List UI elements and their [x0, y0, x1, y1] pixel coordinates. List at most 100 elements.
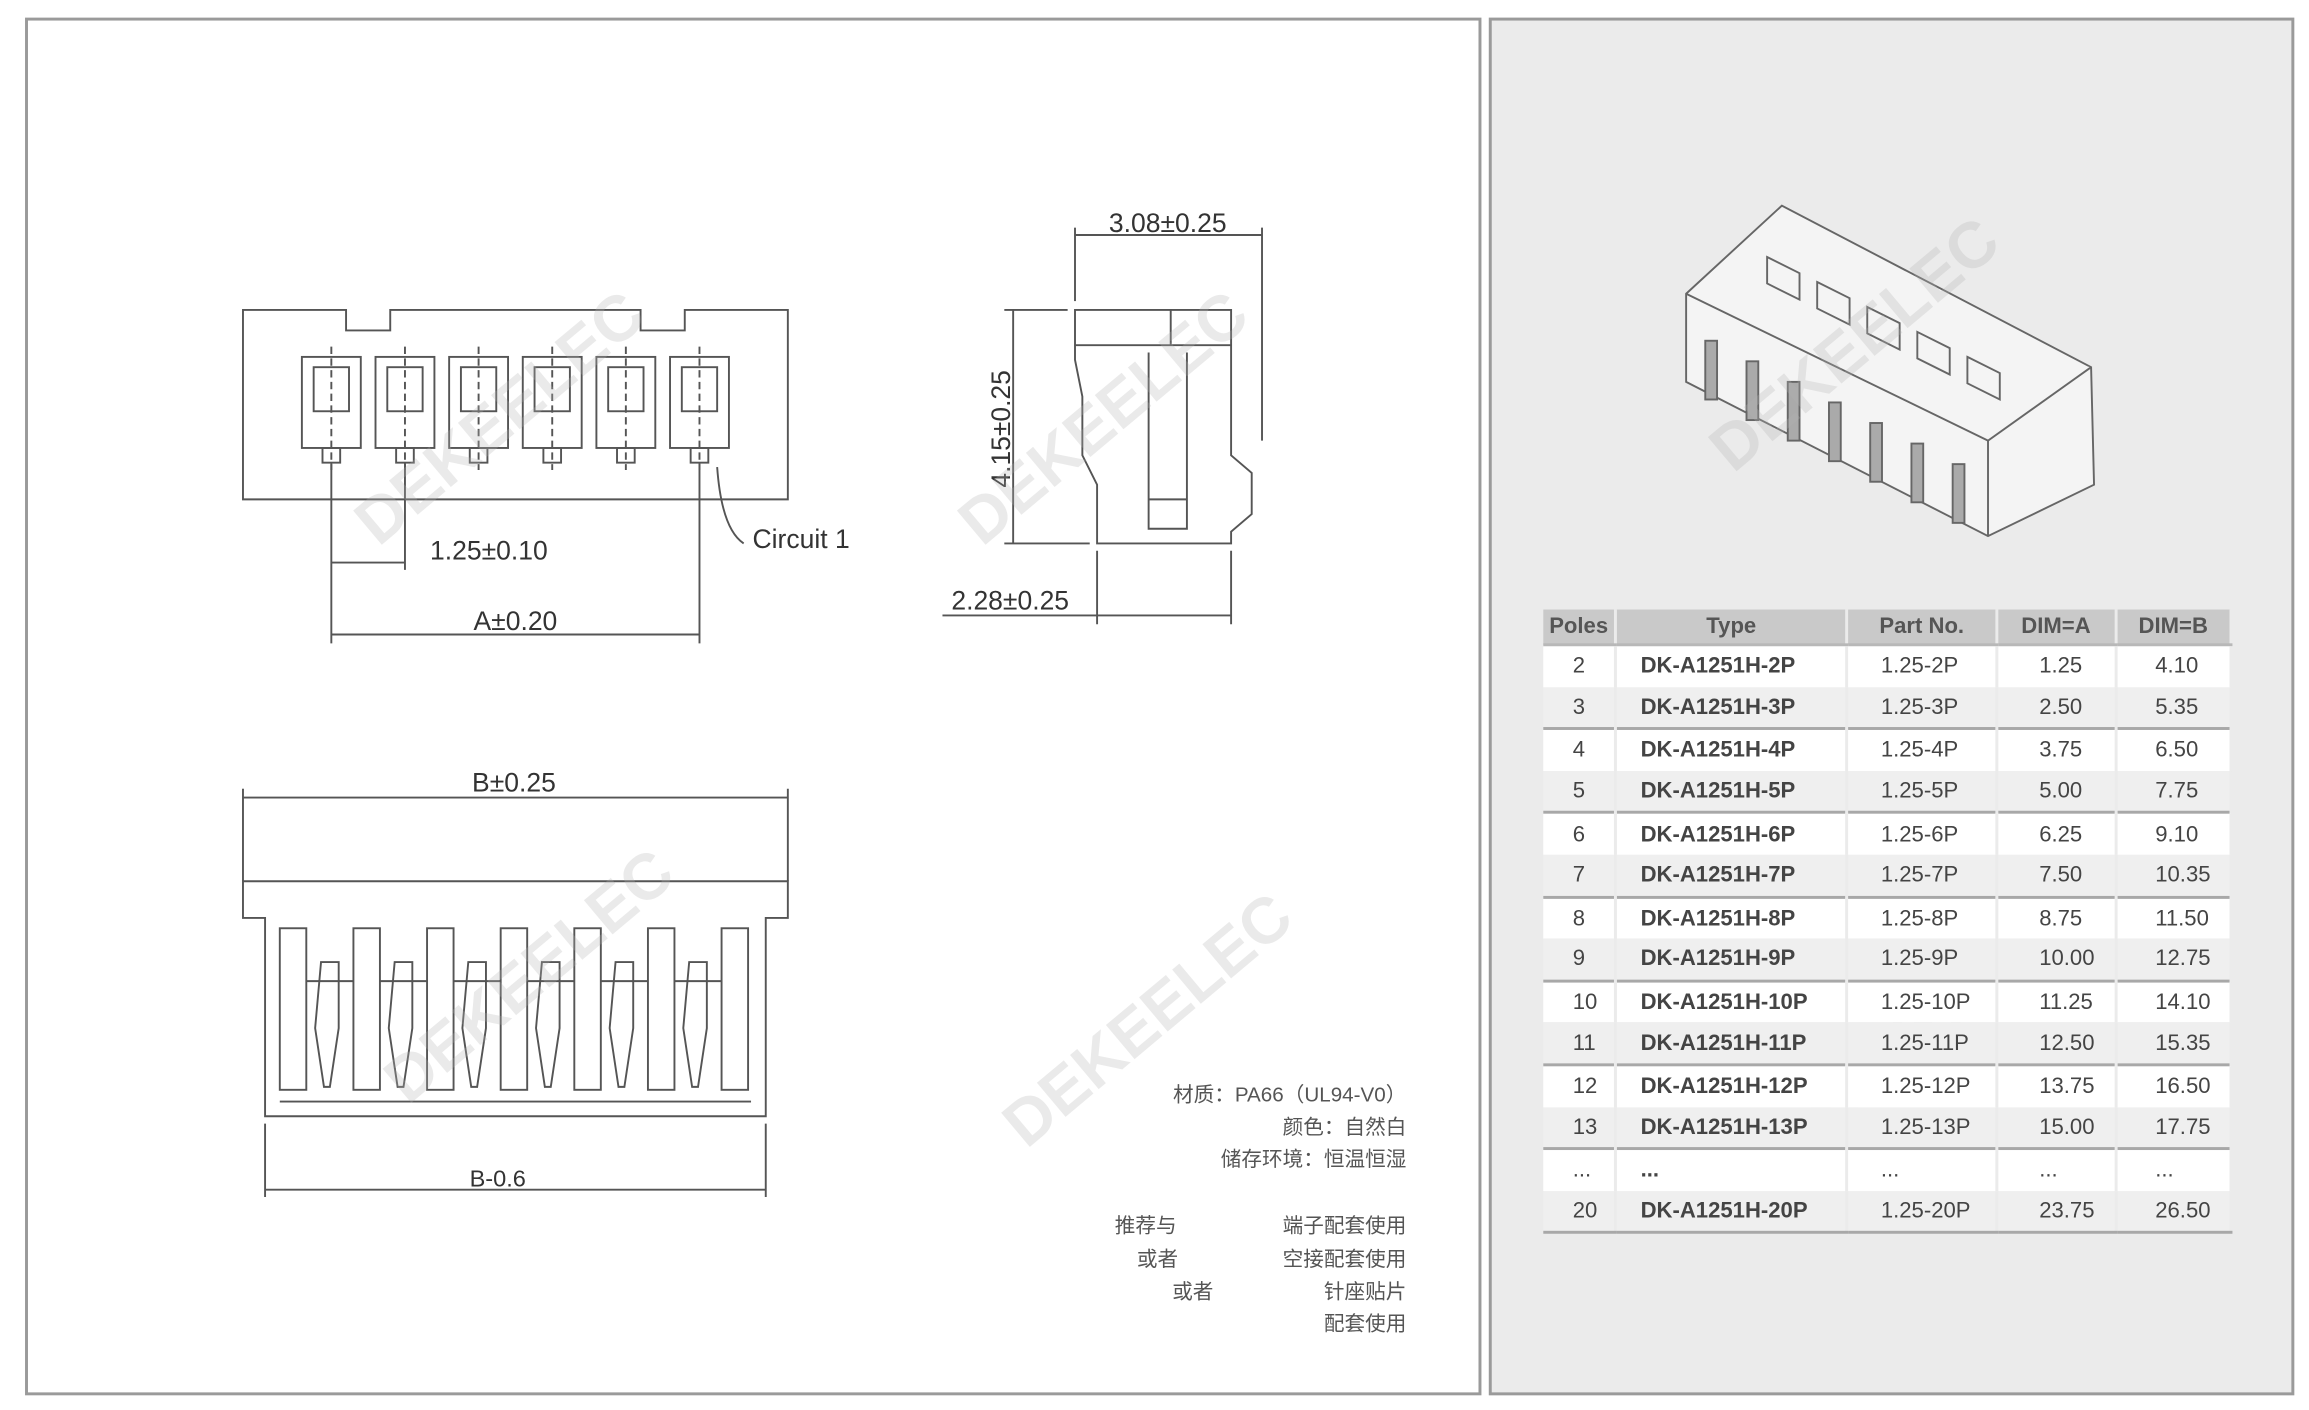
cavity-opening: [1966, 355, 2001, 402]
terminal-slot: [461, 961, 487, 1088]
table-cell: 12.75: [2115, 938, 2233, 981]
table-cell: 4: [1543, 727, 1618, 771]
table-cell: 1.25-2P: [1846, 644, 1998, 687]
table-cell: 23.75: [1996, 1190, 2117, 1235]
table-cell: 5.00: [1996, 770, 2117, 813]
drawing-panel: [25, 17, 1482, 1396]
table-cell: DK-A1251H-2P: [1615, 644, 1849, 687]
table-cell: DK-A1251H-10P: [1615, 979, 1849, 1023]
height-dimension: 4.15±0.25: [986, 370, 1016, 487]
pitch-dimension: 1.25±0.10: [430, 536, 548, 566]
table-cell: 6: [1543, 811, 1618, 855]
terminal-slot: [608, 961, 635, 1088]
column-header: DIM=A: [1996, 609, 2117, 647]
depth-dimension: 2.28±0.25: [951, 586, 1069, 616]
table-cell: 10: [1543, 979, 1618, 1023]
table-cell: DK-A1251H-20P: [1615, 1190, 1849, 1235]
table-cell: 1.25-11P: [1846, 1022, 1998, 1065]
table-cell: 20: [1543, 1190, 1618, 1235]
table-cell: DK-A1251H-13P: [1615, 1106, 1849, 1149]
table-cell: 2: [1543, 644, 1618, 687]
or-label: 或者: [1136, 1246, 1179, 1271]
table-cell: 2.50: [1996, 686, 2117, 729]
side-slot: [1704, 339, 1719, 401]
color-note: 颜色：自然白: [1282, 1114, 1407, 1139]
terminal-slot: [387, 961, 414, 1088]
b-dimension: B±0.25: [472, 768, 556, 798]
side-slot: [1745, 360, 1760, 422]
storage-note: 储存环境：恒温恒湿: [1220, 1147, 1407, 1171]
table-cell: 1.25: [1996, 644, 2117, 687]
bottom-view: B±0.25 B-0.6: [242, 768, 789, 1198]
table-cell: 1.25-12P: [1846, 1063, 1998, 1107]
table-cell: 7.50: [1996, 854, 2117, 897]
table-cell: ...: [1996, 1147, 2117, 1191]
column-header: DIM=B: [2115, 609, 2233, 647]
table-cell: 9.10: [2115, 811, 2233, 855]
table-cell: 14.10: [2115, 979, 2233, 1023]
slot-wall: [426, 927, 455, 1091]
column-header: Part No.: [1846, 609, 1998, 647]
width-dimension: 3.08±0.25: [1109, 208, 1227, 238]
table-cell: ...: [2115, 1147, 2233, 1191]
table-cell: 1.25-4P: [1846, 727, 1998, 771]
table-cell: 11.50: [2115, 895, 2233, 939]
table-cell: DK-A1251H-4P: [1615, 727, 1849, 771]
table-cell: 1.25-10P: [1846, 979, 1998, 1023]
table-cell: 15.35: [2115, 1022, 2233, 1065]
table-cell: 5: [1543, 770, 1618, 813]
side-view: 3.08±0.25 4.15±0.25 2.28±0.25: [942, 208, 1263, 625]
table-cell: ...: [1543, 1147, 1618, 1191]
material-note: 材质：PA66（UL94-V0）: [1172, 1082, 1407, 1106]
table-cell: DK-A1251H-11P: [1615, 1022, 1849, 1065]
table-cell: 8: [1543, 895, 1618, 939]
b-inner-dimension: B-0.6: [470, 1166, 526, 1192]
usage-note: 空接配套使用: [1282, 1246, 1407, 1271]
table-cell: 1.25-9P: [1846, 938, 1998, 981]
table-cell: 1.25-6P: [1846, 811, 1998, 855]
usage-note: 端子配套使用: [1282, 1213, 1407, 1237]
table-cell: 15.00: [1996, 1106, 2117, 1149]
table-cell: 6.50: [2115, 727, 2233, 771]
side-slot: [1828, 401, 1842, 463]
table-cell: 10.00: [1996, 938, 2117, 981]
table-cell: DK-A1251H-8P: [1615, 895, 1849, 939]
connector-3d-image: [1685, 204, 2096, 538]
table-cell: 9: [1543, 938, 1618, 981]
table-cell: 11: [1543, 1022, 1618, 1065]
usage-note: 配套使用: [1323, 1311, 1407, 1336]
recommend-label: 推荐与: [1114, 1213, 1177, 1237]
slot-wall: [352, 927, 381, 1091]
cavity-opening: [1766, 255, 1801, 302]
table-cell: 11.25: [1996, 979, 2117, 1023]
terminal-slot: [535, 961, 561, 1088]
slot-wall: [720, 927, 750, 1091]
table-cell: 12: [1543, 1063, 1618, 1107]
column-header: Type: [1615, 609, 1849, 647]
table-cell: 12.50: [1996, 1022, 2117, 1065]
terminal-slot: [682, 961, 708, 1088]
side-slot: [1869, 422, 1883, 483]
side-slot: [1951, 463, 1966, 524]
table-cell: 6.25: [1996, 811, 2117, 855]
pin-cavities: [300, 346, 730, 470]
table-cell: DK-A1251H-7P: [1615, 854, 1849, 897]
cavity-openings: [1704, 255, 2001, 524]
table-cell: 16.50: [2115, 1063, 2233, 1107]
table-cell: 13.75: [1996, 1063, 2117, 1107]
cavity-opening: [1916, 330, 1951, 377]
side-slot: [1786, 380, 1801, 442]
table-cell: 3.75: [1996, 727, 2117, 771]
front-view: 1.25±0.10 A±0.20 Circuit 1: [242, 308, 850, 644]
slot-wall: [646, 927, 676, 1091]
slot-wall: [278, 927, 308, 1091]
table-cell: 3: [1543, 686, 1618, 729]
